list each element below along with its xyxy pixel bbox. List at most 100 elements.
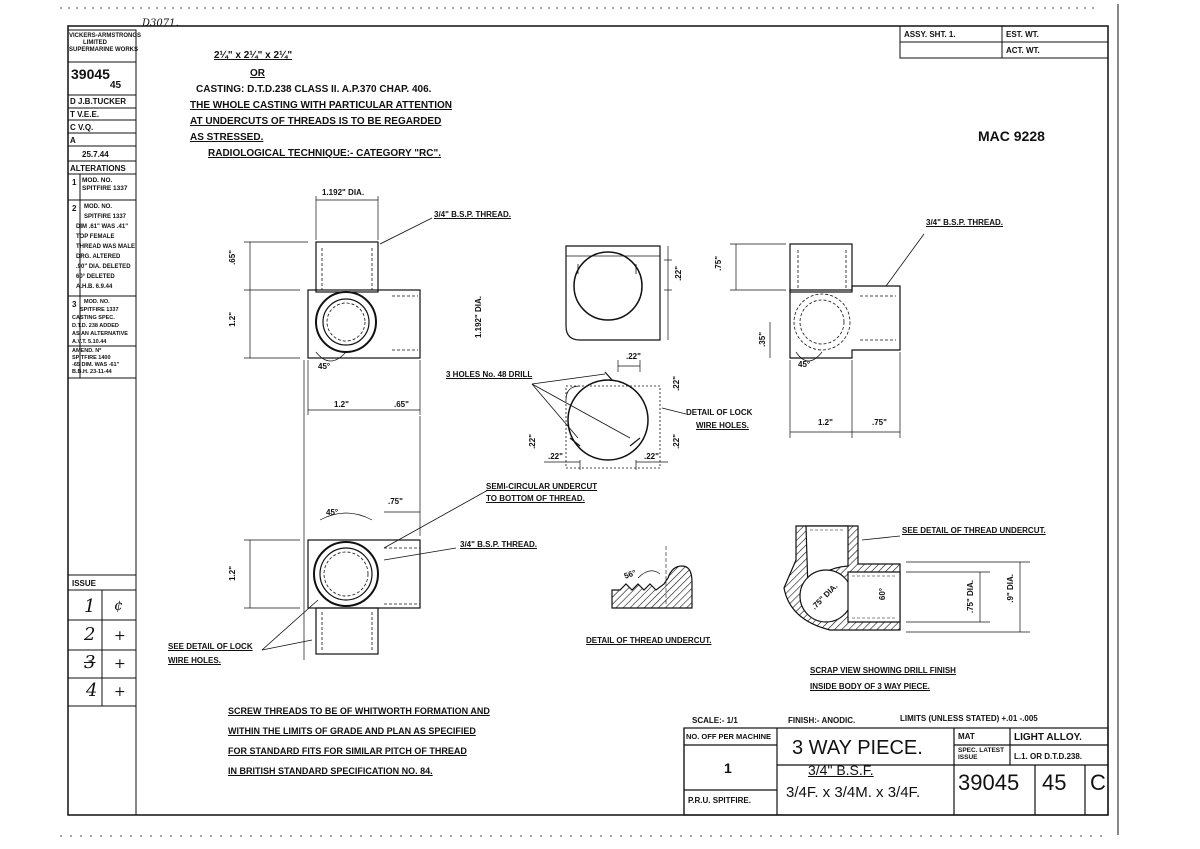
strip-date: 25.7.44 bbox=[82, 150, 109, 159]
title-issue-letter: C bbox=[1090, 770, 1106, 795]
issue-1-no: 1 bbox=[84, 596, 96, 617]
finish-label: FINISH:- ANODIC. bbox=[788, 716, 856, 725]
bsp-thread-callout-2: 3/4" B.S.P. THREAD. bbox=[460, 540, 537, 549]
scrap-section-view bbox=[783, 525, 1030, 633]
stress-note-3: AS STRESSED. bbox=[190, 132, 264, 143]
dim-75-vertical-side: .75" bbox=[714, 256, 723, 271]
material-label: MAT bbox=[958, 732, 975, 741]
part-subtitle-2: 3/4F. x 3/4M. x 3/4F. bbox=[786, 784, 921, 801]
bsp-thread-callout-3: 3/4" B.S.P. THREAD. bbox=[926, 218, 1003, 227]
strip-drawing-no: 39045 bbox=[71, 66, 110, 82]
detail-lock-wire-2: WIRE HOLES. bbox=[696, 421, 749, 430]
dim-45-angle-plan: 45° bbox=[326, 508, 339, 517]
dim-1192-dia: 1.192" DIA. bbox=[322, 188, 365, 197]
alteration-1-line-1: MOD. NO. bbox=[82, 177, 113, 184]
lock-wire-detail bbox=[531, 360, 687, 470]
alteration-2-line-8: 60° DELETED bbox=[76, 274, 115, 280]
alteration-3-no: 3 bbox=[72, 300, 77, 309]
actual-weight: ACT. WT. bbox=[1006, 46, 1040, 55]
no-off-label: NO. OFF PER MACHINE bbox=[686, 732, 772, 741]
dim-22-bottom-right: .22" bbox=[644, 452, 659, 461]
see-lock-wire-detail-1: SEE DETAIL OF LOCK bbox=[168, 642, 253, 651]
amendment-line-4: B.B.H. 23-11-44 bbox=[72, 369, 112, 375]
title-block-boxes bbox=[683, 727, 1109, 816]
amendment-line-2: SPITFIRE 1400 bbox=[72, 355, 111, 361]
alteration-2-line-6: DRG. ALTERED bbox=[76, 254, 121, 260]
front-elevation-view bbox=[244, 196, 433, 415]
stress-note-1: THE WHOLE CASTING WITH PARTICULAR ATTENT… bbox=[190, 100, 453, 111]
traced-by: T V.E.E. bbox=[70, 110, 100, 119]
assy-sheet: ASSY. SHT. 1. bbox=[904, 30, 956, 39]
casting-size: 2¼" x 2¼" x 2¼" bbox=[214, 50, 293, 61]
title-sheet-no: 45 bbox=[1042, 770, 1067, 795]
dim-45-angle-side: 45° bbox=[798, 360, 811, 369]
semi-circular-undercut-1: SEMI-CIRCULAR UNDERCUT bbox=[486, 482, 598, 491]
scrap-view-title-1: SCRAP VIEW SHOWING DRILL FINISH bbox=[810, 666, 956, 675]
dim-75-side: .75" bbox=[872, 418, 887, 427]
dim-22-hole-spacing: .22" bbox=[626, 352, 641, 361]
dim-9-dia: .9" DIA. bbox=[1006, 574, 1015, 603]
side-elevation-view bbox=[730, 233, 925, 438]
alteration-3-line-1: MOD. NO. bbox=[84, 299, 110, 305]
thread-undercut-detail bbox=[611, 546, 693, 609]
approved-by: A bbox=[70, 136, 76, 145]
casting-or: OR bbox=[250, 68, 265, 79]
three-holes-drill: 3 HOLES No. 48 DRILL bbox=[446, 370, 533, 379]
estimated-weight: EST. WT. bbox=[1006, 30, 1039, 39]
scale-label: SCALE:- 1/1 bbox=[692, 716, 738, 725]
thread-note-2: WITHIN THE LIMITS OF GRADE AND PLAN AS S… bbox=[228, 726, 476, 736]
issue-4-no: 4 bbox=[86, 680, 98, 701]
part-title: 3 WAY PIECE. bbox=[792, 737, 923, 759]
dim-12-vertical: 1.2" bbox=[228, 312, 237, 327]
title-drawing-no: 39045 bbox=[958, 770, 1020, 795]
dim-60-angle: 60° bbox=[878, 588, 887, 601]
alteration-1-text: MOD. NO. SPITFIRE 1337 bbox=[82, 177, 128, 193]
material-value: LIGHT ALLOY. bbox=[1014, 732, 1082, 743]
limits-label: LIMITS (UNLESS STATED) +.01 -.005 bbox=[900, 714, 1038, 723]
drawing-ref: D3071. bbox=[142, 18, 179, 29]
plan-view bbox=[244, 360, 489, 660]
sheet-border bbox=[67, 25, 1109, 816]
radiological-note: RADIOLOGICAL TECHNIQUE:- CATEGORY "RC". bbox=[208, 148, 442, 159]
alteration-2-text: MOD. NO. SPITFIRE 1337 DIM .61" WAS .41"… bbox=[76, 202, 135, 292]
spec-label: SPEC. LATEST ISSUE bbox=[958, 747, 1005, 761]
dim-22-bottom-left: .22" bbox=[548, 452, 563, 461]
alteration-2-line-1: MOD. NO. bbox=[84, 204, 112, 210]
amendment-line-1: AMEND. Nº bbox=[72, 348, 102, 354]
alteration-3-line-3: CASTING SPEC. bbox=[72, 315, 115, 321]
alteration-2-line-3: DIM .61" WAS .41" bbox=[76, 224, 129, 230]
dim-22-top: .22" bbox=[674, 266, 683, 281]
alterations-title: ALTERATIONS bbox=[70, 164, 126, 173]
scrap-view-title-2: INSIDE BODY OF 3 WAY PIECE. bbox=[810, 682, 930, 691]
weight-boxes bbox=[899, 25, 1109, 59]
thread-note-3: FOR STANDARD FITS FOR SIMILAR PITCH OF T… bbox=[228, 746, 467, 756]
amendment-line-3: -65 DIM. WAS -61" bbox=[72, 362, 120, 368]
alteration-3-line-4: D.T.D. 238 ADDED bbox=[72, 323, 119, 329]
issue-2-mark: + bbox=[114, 628, 126, 644]
alteration-3-line-5: AS AN ALTERNATIVE bbox=[72, 331, 128, 337]
dim-45-angle: 45° bbox=[318, 362, 331, 371]
stress-note-2: AT UNDERCUTS OF THREADS IS TO BE REGARDE… bbox=[190, 116, 442, 127]
issue-3-mark: + bbox=[114, 656, 126, 672]
part-subtitle: 3/4" B.S.F. bbox=[808, 762, 874, 778]
company-line-2: LIMITED bbox=[83, 40, 107, 46]
alteration-1-no: 1 bbox=[72, 178, 77, 187]
issue-4-mark: + bbox=[114, 684, 126, 700]
issue-2-no: 2 bbox=[84, 624, 96, 645]
dim-22-side-lower: .22" bbox=[672, 434, 681, 449]
alteration-2-line-9: A.H.B. 6.9.44 bbox=[76, 284, 113, 290]
casting-spec: CASTING: D.T.D.238 CLASS II. A.P.370 CHA… bbox=[196, 84, 432, 95]
amendment-text: AMEND. Nº SPITFIRE 1400 -65 DIM. WAS -61… bbox=[72, 348, 119, 376]
mac-number: MAC 9228 bbox=[978, 128, 1045, 144]
alteration-1-line-2: SPITFIRE 1337 bbox=[82, 185, 128, 192]
issue-title: ISSUE bbox=[72, 579, 97, 588]
dim-65-vertical: .65" bbox=[228, 250, 237, 265]
alteration-3-line-6: A.V.T. 5.10.44 bbox=[72, 339, 107, 345]
issue-1-mark: ¢ bbox=[114, 598, 123, 614]
company-name: VICKERS-ARMSTRONGS LIMITED SUPERMARINE W… bbox=[69, 33, 141, 54]
checked-by: C V.Q. bbox=[70, 123, 94, 132]
spec-value: L.1. OR D.T.D.238. bbox=[1014, 752, 1083, 761]
alteration-2-no: 2 bbox=[72, 204, 77, 213]
detail-thread-undercut-title: DETAIL OF THREAD UNDERCUT. bbox=[586, 636, 712, 645]
